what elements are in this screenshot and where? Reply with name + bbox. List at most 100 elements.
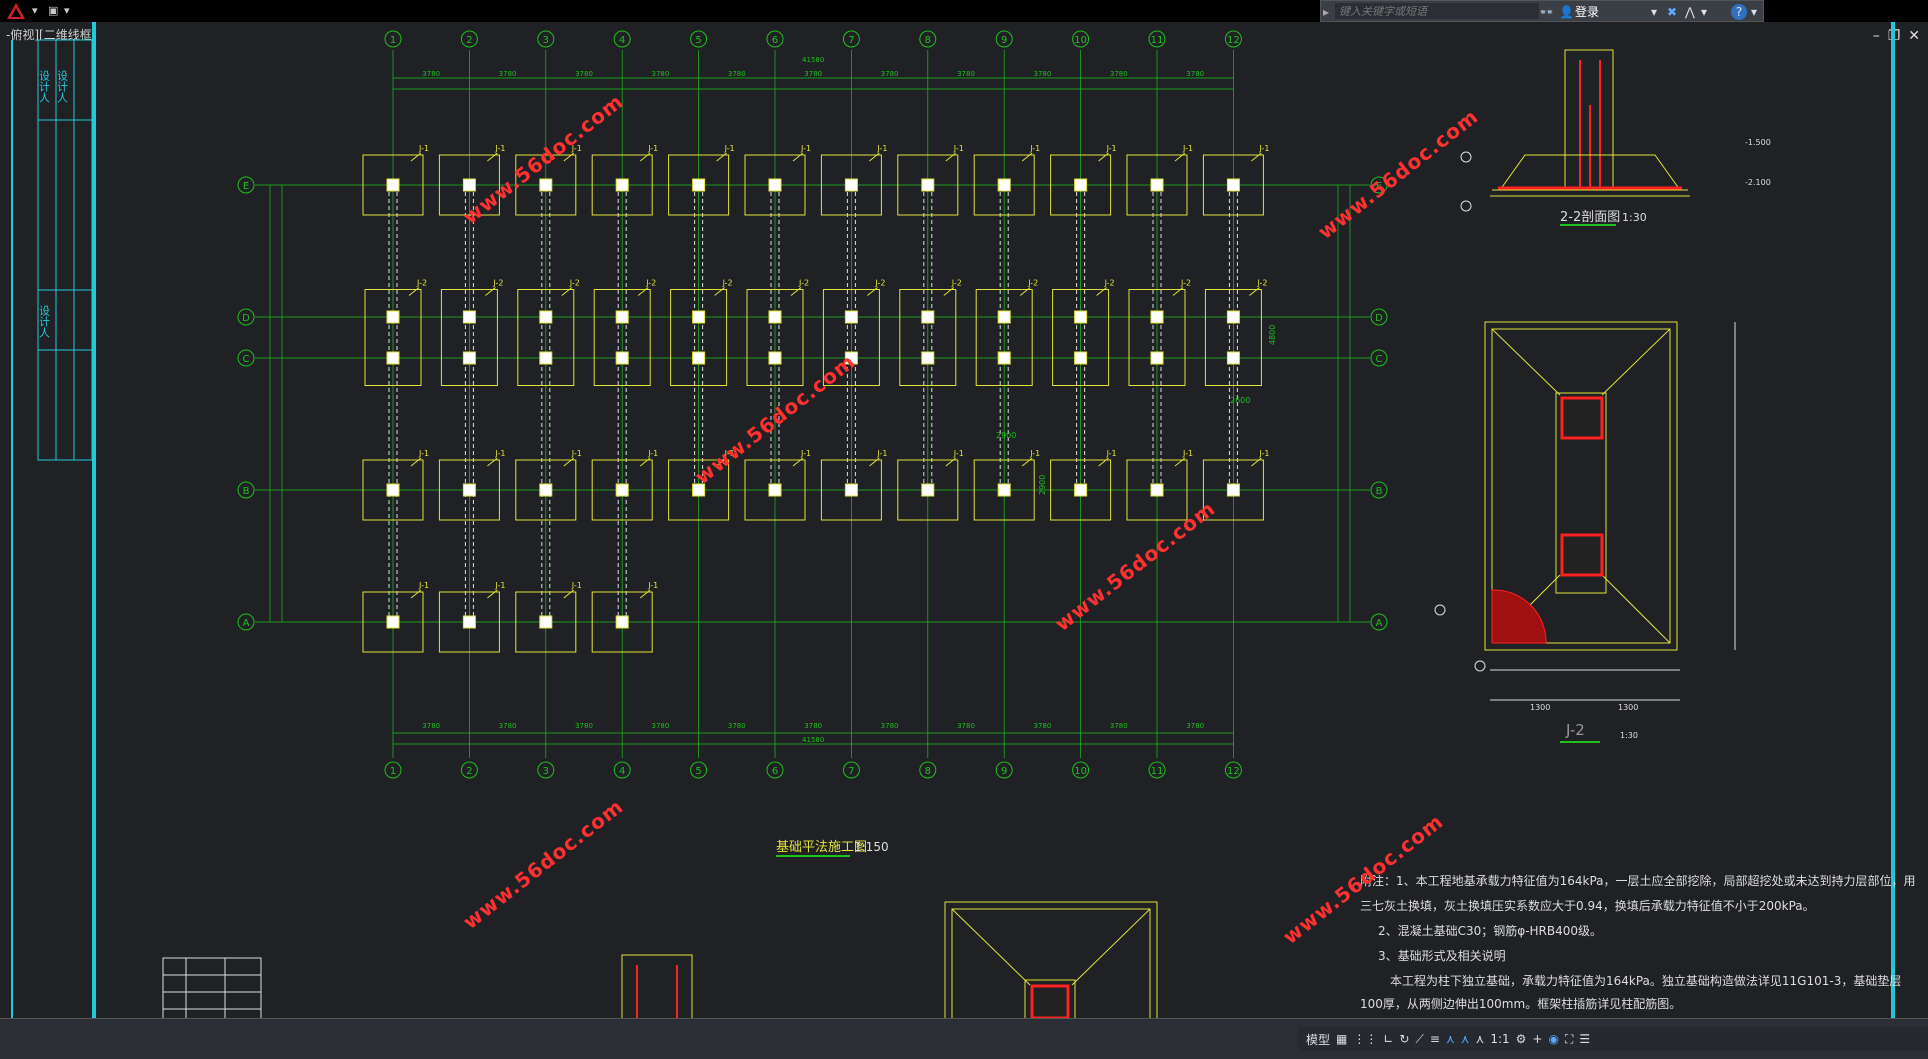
- footing-leader: [1098, 457, 1109, 467]
- drawing-canvas[interactable]: 设计人 设计人 设计人 1122334455667788991010111112…: [0, 22, 1928, 1018]
- axis-label-bottom-6: 6: [772, 766, 778, 777]
- isolate-icon[interactable]: ◉: [1548, 1032, 1559, 1046]
- footing-label: J-1: [800, 144, 811, 153]
- axis-label-bottom-12: 12: [1227, 766, 1240, 777]
- footing: [515, 459, 577, 521]
- footing-label: J-1: [647, 581, 658, 590]
- footing-label: J-1: [1258, 449, 1269, 458]
- dim-label-2: 2600: [1230, 396, 1250, 405]
- axis-bubble-top-3: [537, 30, 555, 48]
- login-button[interactable]: 登录: [1575, 5, 1600, 19]
- column: [1226, 483, 1240, 497]
- login-dropdown-icon[interactable]: ▾: [1651, 5, 1658, 19]
- column: [615, 615, 629, 629]
- save-icon[interactable]: ▣: [48, 4, 59, 17]
- footing-leader: [487, 589, 498, 599]
- connect-dropdown-icon[interactable]: ▾: [1701, 5, 1708, 19]
- lineweight-icon[interactable]: ≡: [1429, 1032, 1440, 1046]
- span-dim-bottom: 3780: [422, 722, 440, 730]
- footing-label: J-1: [647, 449, 658, 458]
- annotation-icon[interactable]: ⋏: [1445, 1032, 1455, 1046]
- annotation-visibility-icon[interactable]: ⋏: [1460, 1032, 1470, 1046]
- span-dim-top: 3780: [1033, 70, 1051, 78]
- footing-leader: [869, 152, 880, 162]
- axis-bubble-right-A: [1370, 613, 1388, 631]
- axis-bubble-top-6: [766, 30, 784, 48]
- footing-leader: [714, 287, 725, 296]
- axis-label-left-A: A: [243, 618, 250, 629]
- footing-leader: [792, 152, 804, 162]
- search-input[interactable]: [1335, 3, 1539, 19]
- expand-icon[interactable]: ▸: [1323, 5, 1330, 19]
- user-icon[interactable]: 👤: [1559, 5, 1574, 19]
- minimize-icon[interactable]: –: [1872, 28, 1880, 44]
- column: [1074, 310, 1088, 324]
- axis-label-top-8: 8: [925, 35, 931, 46]
- snap-icon[interactable]: ⋮⋮: [1353, 1032, 1378, 1046]
- title-block: [11, 22, 1895, 1018]
- section-level-1: -1.500: [1745, 138, 1771, 147]
- column: [844, 351, 858, 365]
- annotation-scale-icon[interactable]: ⋏: [1475, 1032, 1485, 1046]
- connect-icon[interactable]: ⋀: [1685, 5, 1695, 19]
- settings-icon[interactable]: ⚙: [1515, 1032, 1527, 1046]
- grid-icon[interactable]: ▦: [1336, 1032, 1348, 1046]
- axis-bubble-left-E: [237, 176, 255, 194]
- footing: [362, 459, 424, 521]
- footing: [668, 459, 730, 521]
- column: [768, 178, 782, 192]
- section-scale: 1:30: [1622, 211, 1647, 224]
- span-dim-bottom: 3780: [1110, 722, 1128, 730]
- axis-bubble-left-D: [237, 308, 255, 326]
- footing: [670, 289, 728, 386]
- span-dim-top: 3780: [728, 70, 746, 78]
- watermark-5: www.56doc.com: [458, 794, 628, 934]
- ortho-icon[interactable]: ∟: [1383, 1032, 1394, 1046]
- help-button[interactable]: ?: [1731, 4, 1747, 20]
- plus-icon[interactable]: +: [1532, 1032, 1543, 1046]
- span-dim-top: 3780: [881, 70, 899, 78]
- footing-label: J-1: [1106, 144, 1117, 153]
- customize-icon[interactable]: ☰: [1579, 1032, 1591, 1046]
- polar-icon[interactable]: ↻: [1399, 1032, 1410, 1046]
- viewport-label[interactable]: -俯视][二维线框]: [6, 28, 97, 42]
- footing-label: J-1: [724, 144, 735, 153]
- fullscreen-icon[interactable]: ⛶: [1564, 1031, 1574, 1046]
- axis-bubble-bottom-7: [842, 761, 860, 779]
- axis-bubble-bottom-2: [460, 761, 478, 779]
- quick-access-dropdown-icon[interactable]: ▾: [64, 4, 70, 17]
- footing-leader: [1021, 152, 1033, 162]
- footing-label: J-1: [1029, 449, 1040, 458]
- axis-bubble-top-10: [1072, 30, 1090, 48]
- help-dropdown-icon[interactable]: ▾: [1751, 5, 1758, 19]
- axis-bubble-bottom-12: [1224, 761, 1242, 779]
- footing-leader: [1019, 287, 1031, 296]
- osnap-icon[interactable]: ⟋: [1415, 1031, 1424, 1046]
- footing-leader: [410, 152, 422, 162]
- footing: [668, 154, 730, 216]
- autocad-logo-icon[interactable]: [6, 2, 26, 20]
- binoculars-icon[interactable]: 👓: [1539, 5, 1554, 19]
- footing-label: J-1: [571, 449, 582, 458]
- scale-dropdown[interactable]: 1:1: [1490, 1032, 1510, 1046]
- title-role-3: 设计人: [38, 305, 51, 338]
- axis-bubble-bottom-8: [919, 761, 937, 779]
- column: [386, 483, 400, 497]
- column: [386, 178, 400, 192]
- model-tab[interactable]: 模型: [1306, 1032, 1331, 1047]
- footing-leader: [639, 152, 651, 162]
- close-icon[interactable]: ✕: [1908, 28, 1920, 44]
- axis-label-top-7: 7: [848, 35, 854, 46]
- footing: [517, 289, 575, 386]
- column: [921, 310, 935, 324]
- exchange-icon[interactable]: ✖: [1667, 5, 1678, 19]
- column: [615, 351, 629, 365]
- column: [615, 310, 629, 324]
- footing-leader: [1174, 152, 1186, 162]
- footing: [746, 289, 804, 386]
- j2-scale: 1:30: [1620, 731, 1638, 740]
- status-tools: 模型 ▦ ⋮⋮ ∟ ↻ ⟋ ≡ ⋏ ⋏ ⋏ 1:1 ⚙ + ◉ ⛶ ☰: [1298, 1027, 1928, 1051]
- search-bar: ▸ 👓 👤 登录 ▾ ✖ ⋀ ▾ ? ▾: [1320, 0, 1764, 22]
- footing: [438, 459, 500, 521]
- menu-dropdown-icon[interactable]: ▾: [32, 4, 38, 17]
